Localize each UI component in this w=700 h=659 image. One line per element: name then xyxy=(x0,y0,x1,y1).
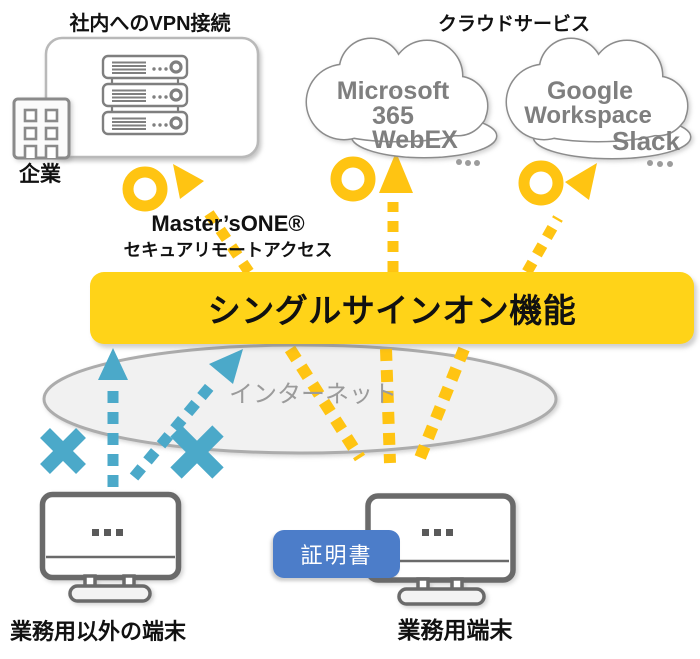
more-services-dots-left-icon xyxy=(456,159,480,166)
product-subtitle: セキュアリモートアクセス xyxy=(123,240,333,260)
business-terminal-label: 業務用端末 xyxy=(397,617,513,643)
certificate-badge-label: 証明書 xyxy=(300,543,373,568)
blocked-path-diagonal xyxy=(129,349,243,481)
google-cloud-label-2: Workspace xyxy=(524,102,652,129)
server-icon xyxy=(101,54,189,136)
sso-path-to-microsoft xyxy=(379,152,413,272)
google-cloud-label-1: Google xyxy=(546,77,634,105)
blocked-x-icon-left xyxy=(40,428,86,474)
google-cloud-icon xyxy=(505,37,692,160)
non-business-terminal-label: 業務用以外の端末 xyxy=(10,619,187,644)
sso-banner-label: シングルサインオン機能 xyxy=(207,292,577,329)
product-name: Master’sONE® xyxy=(151,211,305,236)
auth-ring-google-icon xyxy=(518,160,564,206)
sso-path-to-vpn xyxy=(173,164,254,276)
auth-ring-vpn-icon xyxy=(122,166,168,212)
blocked-path-vertical xyxy=(98,348,128,487)
company-label: 企業 xyxy=(19,163,61,186)
google-cloud-label-3: Slack xyxy=(612,126,680,156)
microsoft-cloud-icon xyxy=(305,37,498,159)
building-icon xyxy=(12,97,71,160)
blocked-x-icon-right xyxy=(170,425,224,479)
certificate-badge: 証明書 xyxy=(273,530,400,578)
cloud-section-title: クラウドサービス xyxy=(438,14,591,35)
auth-ring-microsoft-icon xyxy=(330,156,376,202)
sso-path-to-google xyxy=(522,163,597,275)
non-business-terminal-icon xyxy=(39,491,182,603)
microsoft-cloud-label-2: 365 xyxy=(372,102,414,130)
sso-path-from-terminal xyxy=(284,345,470,464)
sso-banner: シングルサインオン機能 xyxy=(90,272,694,344)
more-services-dots-right-icon xyxy=(647,160,673,167)
business-terminal-icon xyxy=(365,493,516,606)
microsoft-cloud-label-3: WebEX xyxy=(372,126,458,154)
microsoft-cloud-label-1: Microsoft xyxy=(336,77,450,105)
internet-label: インターネット xyxy=(229,381,397,408)
vpn-section-title: 社内へのVPN接続 xyxy=(69,13,231,35)
